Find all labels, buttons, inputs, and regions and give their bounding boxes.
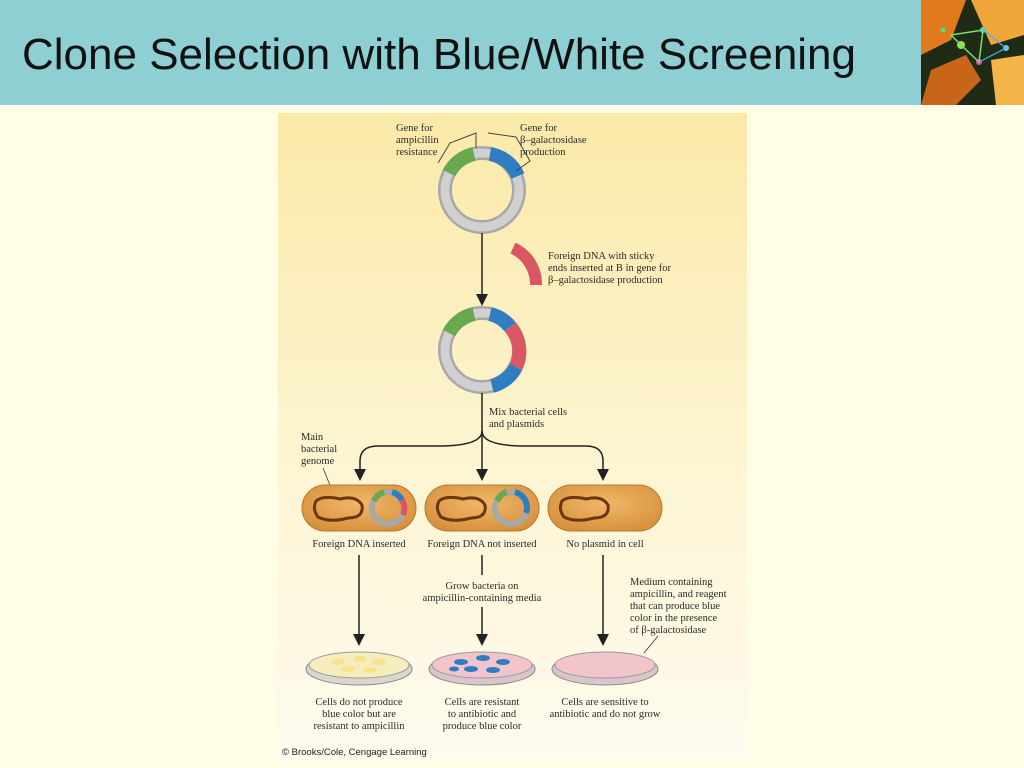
cell-label-1: Foreign DNA inserted	[312, 539, 406, 550]
step1-label-3: β–galactosidase production	[548, 275, 663, 286]
medium-label-4: color in the presence	[630, 613, 718, 624]
amp-gene-label-1: Gene for	[396, 123, 434, 134]
figure-credit: © Brooks/Cole, Cengage Learning	[282, 747, 427, 758]
grow-label-1: Grow bacteria on	[446, 581, 520, 592]
result-1-line-1: Cells do not produce	[315, 697, 403, 708]
gal-gene-label-2: β–galactosidase	[520, 135, 587, 146]
plasmid-recombinant	[438, 306, 527, 394]
plasmid-original	[437, 132, 531, 234]
foreign-dna-fragment	[510, 242, 542, 286]
grow-label-2: ampicillin-containing media	[423, 593, 542, 604]
cell-no-plasmid	[547, 484, 663, 532]
step2-label-1: Mix bacterial cells	[489, 407, 567, 418]
genome-label-3: genome	[301, 456, 335, 467]
cell-foreign-dna-not-inserted	[424, 484, 540, 532]
arrow-branch-right	[481, 430, 609, 481]
amp-gene-label-3: resistance	[396, 147, 438, 158]
genome-label-1: Main	[301, 432, 324, 443]
medium-label-3: that can produce blue	[630, 601, 720, 612]
step1-label-1: Foreign DNA with sticky	[548, 251, 655, 262]
result-2-line-1: Cells are resistant	[445, 697, 520, 708]
medium-label-1: Medium containing	[630, 577, 713, 588]
result-2-line-2: to antibiotic and	[448, 709, 517, 720]
result-1-line-3: resistant to ampicillin	[314, 721, 406, 732]
gal-gene-label-3: production	[520, 147, 566, 158]
cell-label-3: No plasmid in cell	[566, 539, 643, 550]
result-1-line-2: blue color but are	[322, 709, 396, 720]
arrow-branch-left	[354, 430, 483, 481]
cell-foreign-dna-inserted	[301, 484, 417, 532]
result-3-line-2: antibiotic and do not grow	[550, 709, 661, 720]
medium-label-5: of β-galactosidase	[630, 625, 707, 636]
gal-gene-label-1: Gene for	[520, 123, 558, 134]
title-bar: Clone Selection with Blue/White Screenin…	[0, 0, 1024, 105]
blue-white-screening-figure: Gene for ampicillin resistance Gene for …	[278, 113, 747, 760]
medium-label-2: ampicillin, and reagent	[630, 589, 727, 600]
petri-dish-no-growth	[551, 651, 659, 686]
result-3-line-1: Cells are sensitive to	[561, 697, 648, 708]
result-2-line-3: produce blue color	[443, 721, 522, 732]
petri-dish-blue-colonies	[428, 651, 536, 686]
step1-label-2: ends inserted at B in gene for	[548, 263, 672, 274]
petri-dish-white-colonies	[305, 651, 413, 686]
decorative-molecule-image	[921, 0, 1024, 105]
cell-label-2: Foreign DNA not inserted	[427, 539, 537, 550]
step2-label-2: and plasmids	[489, 419, 544, 430]
slide-title: Clone Selection with Blue/White Screenin…	[22, 30, 857, 79]
amp-gene-label-2: ampicillin	[396, 135, 439, 146]
genome-label-2: bacterial	[301, 444, 337, 455]
